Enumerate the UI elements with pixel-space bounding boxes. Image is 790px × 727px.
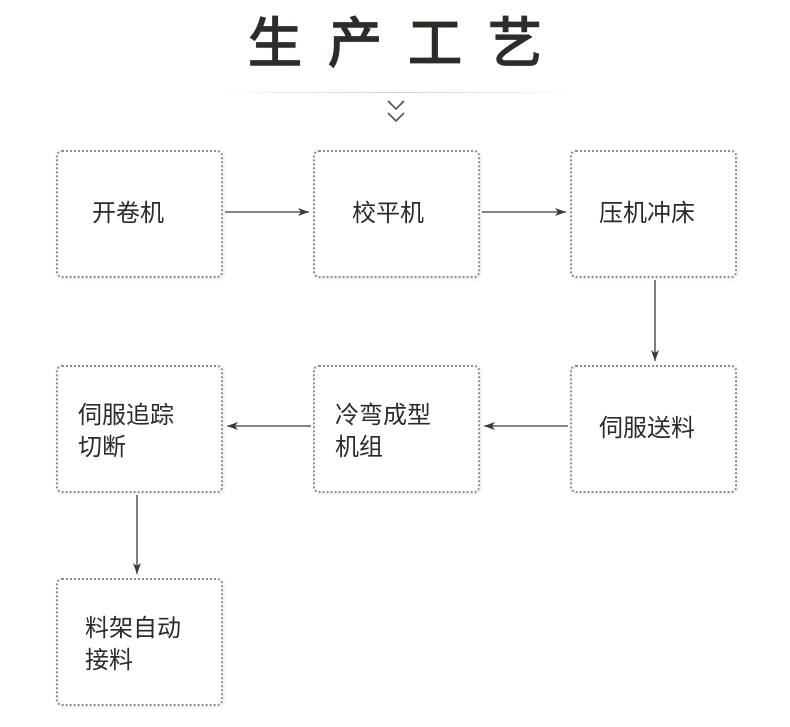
- double-chevron-down-icon: [387, 100, 405, 123]
- step-roll-former: 冷弯成型 机组: [313, 365, 480, 493]
- step-servo-feed: 伺服送料: [570, 365, 737, 493]
- step-press-label: 压机冲床: [599, 199, 695, 227]
- step-roll-former-label: 冷弯成型 机组: [335, 401, 431, 461]
- title-divider: [206, 92, 586, 93]
- page-title: 生产工艺: [248, 11, 568, 75]
- step-press: 压机冲床: [570, 150, 737, 278]
- step-servo-cut: 伺服追踪 切断: [56, 365, 223, 493]
- step-leveler: 校平机: [313, 150, 480, 278]
- step-uncoiler: 开卷机: [56, 150, 223, 278]
- step-auto-receiver: 料架自动 接料: [56, 578, 223, 706]
- step-uncoiler-label: 开卷机: [92, 199, 164, 227]
- step-leveler-label: 校平机: [352, 199, 424, 227]
- step-auto-receiver-label: 料架自动 接料: [85, 614, 181, 674]
- step-servo-feed-label: 伺服送料: [599, 414, 695, 442]
- step-servo-cut-label: 伺服追踪 切断: [78, 401, 174, 461]
